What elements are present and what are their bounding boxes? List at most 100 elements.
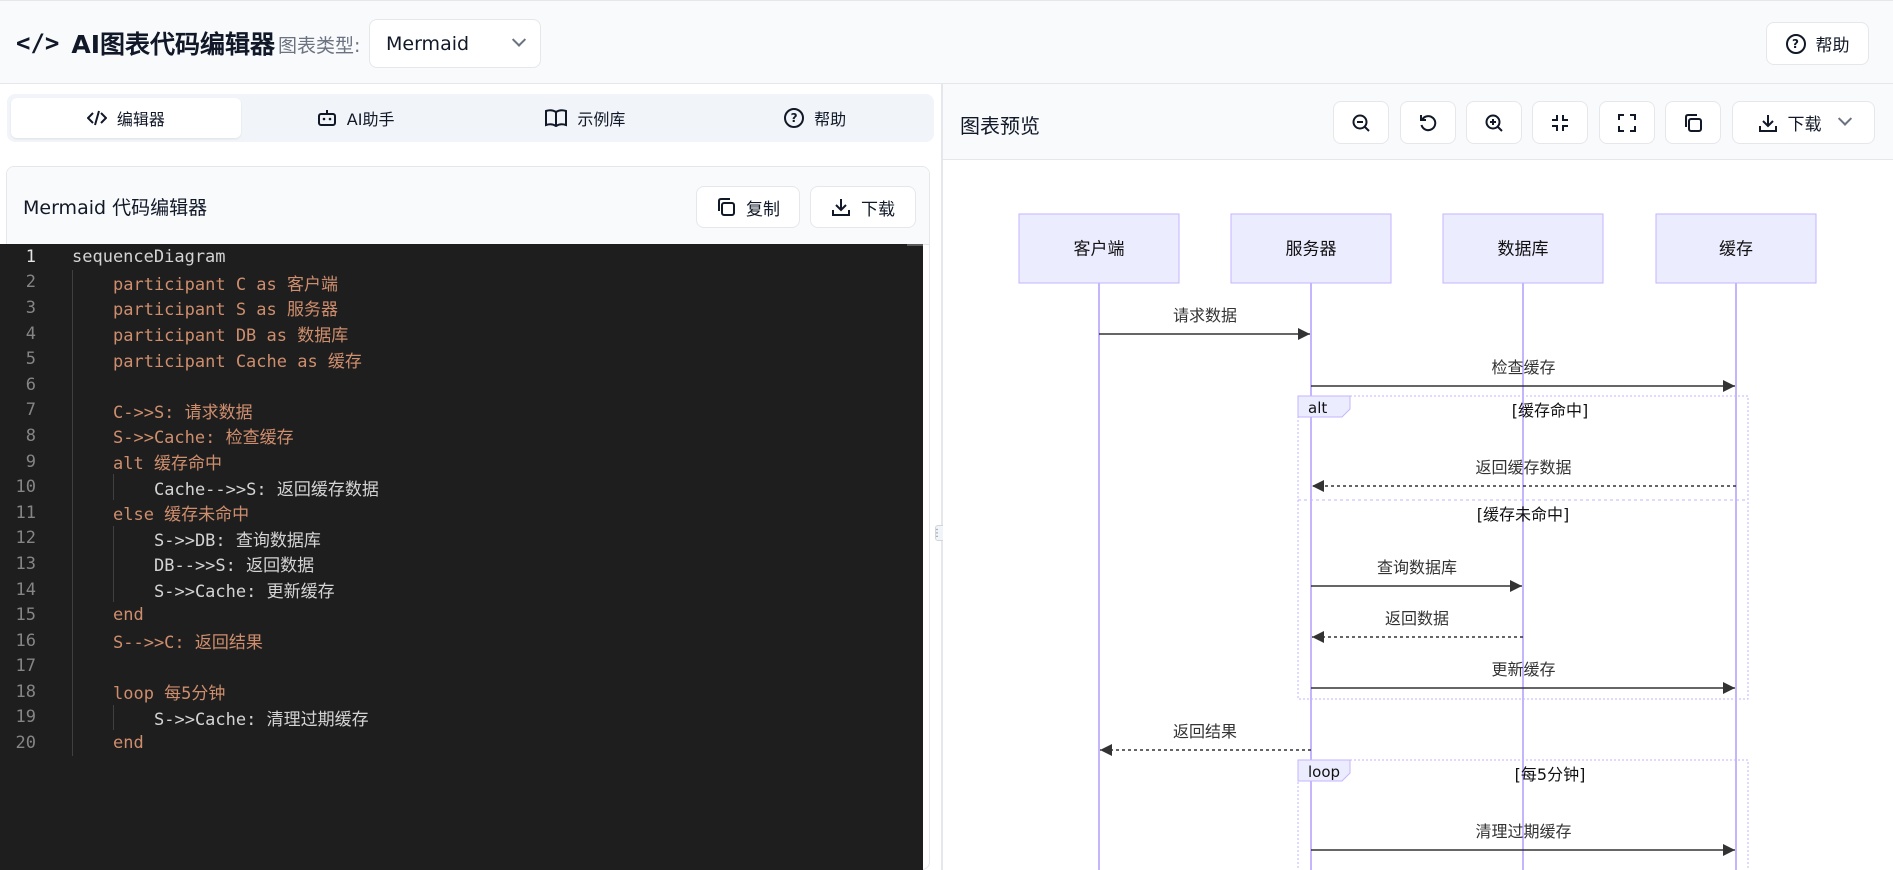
indent-guide (72, 551, 73, 577)
code-text: participant DB as 数据库 (113, 326, 349, 347)
code-text: end (113, 605, 144, 626)
code-text: sequenceDiagram (72, 246, 226, 267)
maximize-icon (1618, 113, 1636, 132)
code-text: else 缓存未命中 (113, 505, 250, 526)
tab-examples[interactable]: 示例库 (471, 98, 701, 138)
code-line[interactable]: 12 S->>DB: 查询数据库 (0, 525, 923, 552)
code-text: Cache-->>S: 返回缓存数据 (154, 479, 379, 500)
help-label: 帮助 (1815, 36, 1850, 56)
brand: </> AI图表代码编辑器 (16, 26, 275, 60)
zoom-in-button[interactable] (1466, 101, 1522, 144)
chevron-down-icon (1837, 111, 1852, 126)
line-number: 11 (15, 502, 36, 523)
copy-label: 复制 (746, 199, 780, 220)
participant-label: 数据库 (1498, 240, 1549, 260)
message-label: 更新缓存 (1491, 660, 1555, 679)
participant-box (1655, 213, 1817, 284)
tab-ai-assistant[interactable]: AI助手 (241, 98, 471, 138)
fullscreen-button[interactable] (1599, 101, 1655, 144)
tab-label: 帮助 (814, 110, 847, 129)
top-bar: </> AI图表代码编辑器 图表类型: Mermaid ? 帮助 (0, 0, 1893, 84)
indent-guide (72, 346, 73, 372)
copy-diagram-button[interactable] (1665, 101, 1721, 144)
code-icon: </> (16, 29, 60, 57)
line-number: 14 (15, 579, 36, 600)
line-number: 1 (25, 246, 36, 267)
line-number: 18 (15, 681, 36, 702)
line-number: 19 (15, 707, 36, 728)
code-line[interactable]: 13 DB-->>S: 返回数据 (0, 551, 923, 577)
code-line[interactable]: 11 else 缓存未命中 (0, 499, 923, 526)
zoom-out-icon (1352, 114, 1370, 132)
block-label-tab (1297, 759, 1351, 782)
indent-guide (113, 474, 114, 500)
code-text: S->>DB: 查询数据库 (154, 530, 321, 551)
line-number: 20 (15, 733, 36, 754)
block-frame (1297, 395, 1749, 700)
line-number: 12 (15, 528, 36, 549)
code-text: S->>Cache: 更新缓存 (154, 582, 335, 603)
reset-zoom-button[interactable] (1400, 101, 1456, 144)
block-kind: alt (1308, 399, 1327, 417)
tab-editor[interactable]: 编辑器 (11, 98, 241, 138)
download-label: 下载 (1787, 115, 1822, 135)
indent-guide (72, 525, 73, 552)
download-menu-button[interactable]: 下载 (1732, 101, 1875, 144)
code-line[interactable]: 6 (0, 371, 923, 398)
message-label: 查询数据库 (1377, 558, 1457, 577)
copy-code-button[interactable]: 复制 (696, 186, 800, 228)
line-number: 4 (25, 323, 36, 344)
code-text: S->>Cache: 清理过期缓存 (154, 709, 369, 730)
indent-guide (72, 423, 73, 449)
indent-guide (72, 704, 73, 731)
message-label: 检查缓存 (1491, 358, 1555, 377)
zoom-out-button[interactable] (1333, 101, 1389, 144)
download-code-button[interactable]: 下载 (810, 186, 916, 228)
indent-guide (72, 397, 73, 424)
fit-view-button[interactable] (1532, 101, 1588, 144)
download-label: 下载 (861, 199, 895, 220)
chart-type-select[interactable]: Mermaid (369, 19, 541, 68)
code-line[interactable]: 19 S->>Cache: 清理过期缓存 (0, 704, 923, 731)
pane-splitter[interactable] (941, 84, 943, 870)
indent-guide (72, 730, 73, 756)
line-number: 13 (15, 553, 36, 574)
code-text: DB-->>S: 返回数据 (154, 556, 315, 577)
indent-guide (72, 576, 73, 603)
block-kind: loop (1308, 763, 1340, 781)
preview-title: 图表预览 (960, 114, 1040, 138)
code-text: C->>S: 请求数据 (113, 402, 253, 423)
help-button[interactable]: ? 帮助 (1766, 22, 1869, 65)
code-line[interactable]: 14 S->>Cache: 更新缓存 (0, 576, 923, 603)
indent-guide (72, 653, 73, 680)
app-title: AI图表代码编辑器 (71, 30, 276, 59)
code-text: S->>Cache: 检查缓存 (113, 428, 294, 449)
code-line[interactable]: 4 participant DB as 数据库 (0, 320, 923, 347)
participant-box (1230, 213, 1392, 284)
tab-help[interactable]: ? 帮助 (700, 98, 930, 138)
line-number: 16 (15, 630, 36, 651)
tab-label: 编辑器 (116, 110, 165, 129)
line-number: 3 (25, 297, 36, 318)
else-condition: [缓存未命中] (1477, 505, 1570, 524)
block-frame (1297, 759, 1749, 870)
indent-guide (113, 551, 114, 577)
indent-guide (113, 576, 114, 603)
scrollbar[interactable] (907, 244, 923, 246)
code-line[interactable]: 1 sequenceDiagram (0, 244, 923, 270)
code-line[interactable]: 17 (0, 653, 923, 680)
editor-title: Mermaid 代码编辑器 (23, 197, 208, 219)
